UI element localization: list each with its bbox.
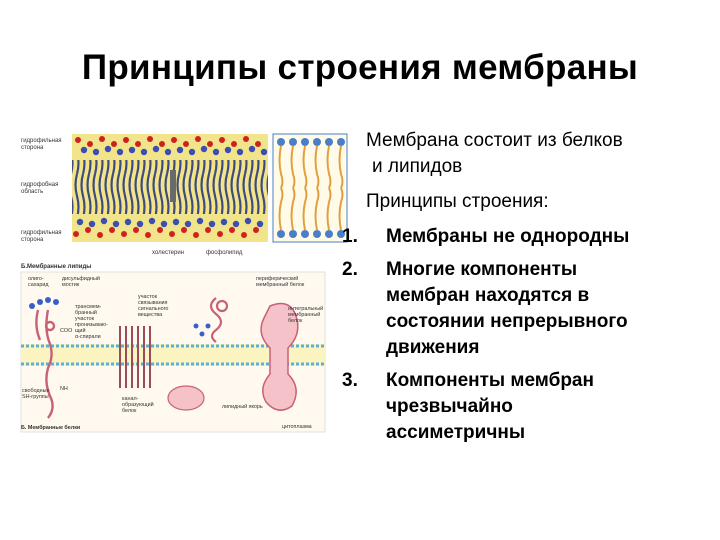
label-free-sh-1: свободные <box>22 388 49 394</box>
label-section-lipids: Б.Мембранные липиды <box>21 263 91 270</box>
label-transmembrane-3: участок <box>75 316 95 322</box>
item-line: Компоненты мембран <box>386 370 594 391</box>
label-oligosaccharide-2: сахарид <box>28 282 49 288</box>
item-line: ассиметричны <box>386 422 526 443</box>
item-number: 2. <box>342 259 358 280</box>
cholesterol-molecule <box>170 170 176 202</box>
label-disulfide-2: мостик <box>62 282 80 288</box>
principle-item-2: 2. Многие компоненты мембран находятся в… <box>342 257 714 361</box>
principle-item-3: 3. Компоненты мембран чрезвычайно ассиме… <box>342 368 714 446</box>
label-transmembrane-5: щий <box>75 327 85 334</box>
transmembrane-protein-left <box>35 309 56 419</box>
label-transmembrane-4: пронизываю- <box>75 322 108 328</box>
label-peripheral-1: периферический <box>256 275 298 282</box>
protein-labels: олиго- сахарид дисульфидный мостик транс… <box>21 275 323 431</box>
integral-protein <box>260 302 299 411</box>
principle-item-1: 1. Мембраны не однородны <box>342 224 714 250</box>
lipid-bilayer-panel <box>72 134 268 242</box>
label-channel-3: белок <box>122 408 137 414</box>
label-signal-2: связывания <box>138 300 168 306</box>
membrane-illustration: гидрофильная сторона гидрофобная область… <box>20 133 348 433</box>
label-channel-2: образующий <box>122 401 154 408</box>
item-line: движения <box>386 337 480 358</box>
bilayer-schematic <box>272 133 348 243</box>
label-phospholipid: фосфолипид <box>206 250 243 256</box>
item-number: 1. <box>342 226 358 247</box>
intro-line-2: и липидов <box>372 156 463 177</box>
item-line: Мембраны не однородны <box>386 226 630 247</box>
label-free-sh-2: SH-группы <box>22 394 49 400</box>
item-line: состоянии непрерывного <box>386 311 628 332</box>
glycan-middle <box>193 323 211 337</box>
label-section-proteins: Б. Мембранные белки <box>21 424 80 431</box>
side-labels: гидрофильная сторона гидрофобная область… <box>21 138 243 270</box>
label-lipid-anchor: липидный якорь <box>222 403 263 410</box>
item-line: чрезвычайно <box>386 396 513 417</box>
label-signal-4: вещества <box>138 312 162 318</box>
membrane-structure-figure: гидрофильная сторона гидрофобная область… <box>20 130 350 438</box>
label-cholesterol: холестерин <box>152 250 184 256</box>
label-coo: COO <box>60 328 72 334</box>
label-hydrophilic-bottom-1: гидрофильная <box>21 230 62 236</box>
label-nh3: NH <box>60 386 68 392</box>
intro-line-1: Мембрана состоит из белков <box>366 130 623 151</box>
oligosaccharide <box>29 297 59 309</box>
channel-protein <box>119 326 151 388</box>
label-signal-3: сигнального <box>138 306 168 312</box>
label-oligosaccharide-1: олиго- <box>28 276 44 282</box>
slide-title: Принципы строения мембраны <box>81 48 639 87</box>
upper-heads <box>75 136 268 156</box>
lower-heads <box>73 217 264 238</box>
label-hydrophobic-2: область <box>21 189 43 195</box>
label-hydrophobic-1: гидрофобная <box>21 182 58 188</box>
item-line: мембран находятся в <box>386 285 590 306</box>
label-transmembrane-1: трансмем- <box>75 304 102 310</box>
label-hydrophilic-top-2: сторона <box>21 145 44 151</box>
membrane-proteins-panel <box>20 271 326 433</box>
label-signal-1: участок <box>138 294 158 300</box>
label-hydrophilic-top-1: гидрофильная <box>21 138 62 144</box>
label-peripheral-2: мембранный белок <box>256 281 305 288</box>
label-transmembrane-6: α-спирали <box>75 334 101 340</box>
label-transmembrane-2: бранный <box>75 309 97 316</box>
item-number: 3. <box>342 370 358 391</box>
label-integral-1: интегральный <box>288 305 323 312</box>
peripheral-protein <box>209 297 229 343</box>
bottom-protein <box>167 385 205 411</box>
label-channel-1: канал- <box>122 396 139 402</box>
label-cytoplasm: цитоплазма <box>282 424 312 430</box>
item-line: Многие компоненты <box>386 259 578 280</box>
label-hydrophilic-bottom-2: сторона <box>21 237 44 243</box>
membrane-principles-text: Мембрана состоит из белков и липидов При… <box>342 128 714 453</box>
label-disulfide-1: дисульфидный <box>62 275 100 282</box>
label-integral-3: белок <box>288 318 303 324</box>
principles-heading: Принципы строения: <box>366 191 549 212</box>
label-integral-2: мембранный <box>288 311 320 318</box>
